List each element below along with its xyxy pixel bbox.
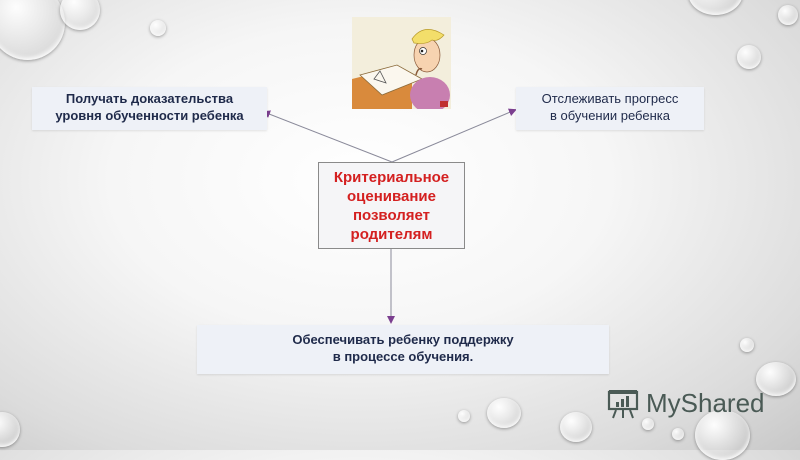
bubble-decoration xyxy=(487,398,521,428)
center-line-3: позволяет xyxy=(352,207,431,224)
bubble-decoration xyxy=(0,412,20,447)
watermark-text: MyShared xyxy=(646,388,765,418)
branch-left-line-1: Получать доказательства xyxy=(65,91,234,106)
bubble-decoration xyxy=(737,45,761,69)
branch-bottom-line-1: Обеспечивать ребенку поддержку xyxy=(292,332,514,347)
connector-arrows xyxy=(262,108,517,324)
bubble-decoration xyxy=(150,20,166,36)
myshared-watermark[interactable]: MyShared xyxy=(606,388,765,419)
branch-right-line-2: в обучении ребенка xyxy=(550,108,670,123)
bubble-decoration xyxy=(778,5,798,25)
boy-reading-book-image xyxy=(352,17,451,109)
branch-bottom-line-2: в процессе обучения. xyxy=(332,349,474,364)
center-line-1: Критериальное xyxy=(333,169,450,186)
bubble-decoration xyxy=(740,338,754,352)
center-concept-box: Критериальное оценивание позволяет родит… xyxy=(318,162,465,249)
branch-left-line-2: уровня обученности ребенка xyxy=(55,108,244,123)
bubble-decoration xyxy=(672,428,684,440)
branch-box-right: Отслеживать прогресс в обучении ребенка xyxy=(516,87,704,130)
bubble-decoration xyxy=(560,412,592,442)
bubble-decoration xyxy=(688,0,743,15)
presentation-chart-icon xyxy=(607,389,639,418)
branch-right-line-1: Отслеживать прогресс xyxy=(541,91,679,106)
center-line-4: родителям xyxy=(350,226,433,243)
bubble-decoration xyxy=(642,418,654,430)
bubble-decoration xyxy=(756,362,796,396)
bubble-decoration xyxy=(458,410,470,422)
branch-box-bottom: Обеспечивать ребенку поддержку в процесс… xyxy=(197,325,609,374)
branch-box-left: Получать доказательства уровня обученнос… xyxy=(32,87,267,130)
center-line-2: оценивание xyxy=(347,188,436,205)
